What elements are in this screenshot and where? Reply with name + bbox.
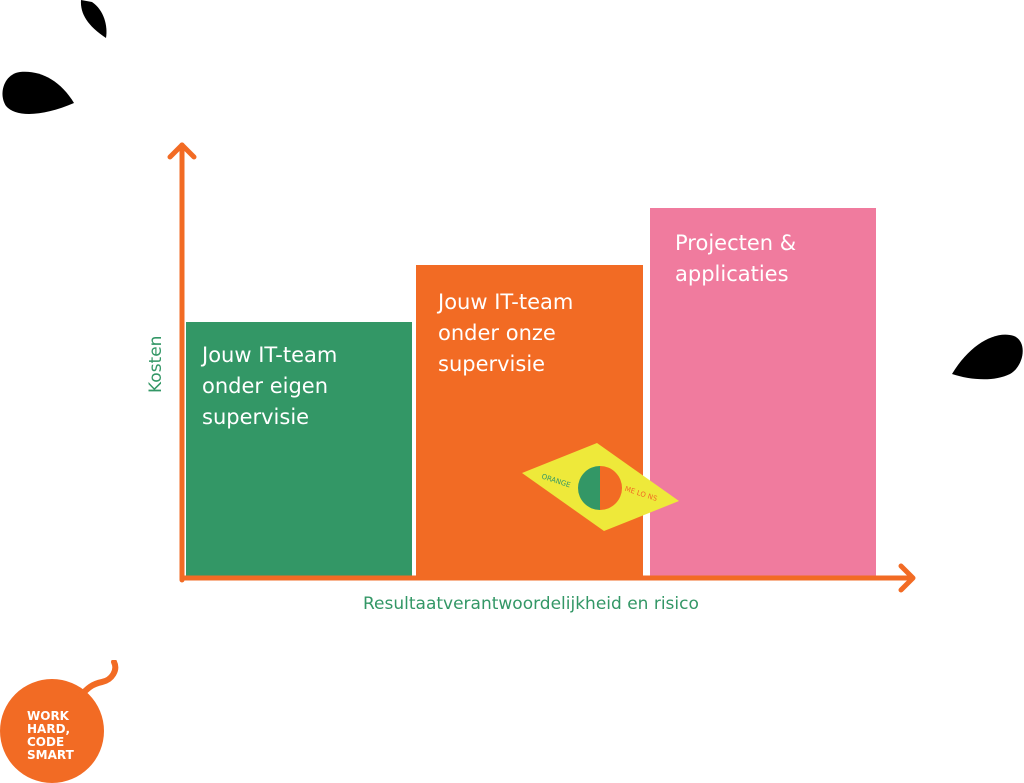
logo-text: WORK HARD, CODE SMART	[27, 709, 74, 762]
y-axis-arrowhead	[167, 142, 197, 160]
y-axis-label: Kosten	[146, 335, 166, 393]
bar-own-supervision	[186, 322, 412, 578]
drop-icon-top	[80, 0, 107, 38]
diamond-badge-icon	[522, 443, 679, 531]
x-axis-label: Resultaatverantwoordelijkheid en risico	[363, 594, 699, 614]
x-axis-arrowhead	[898, 563, 916, 593]
bar-label-projects-applications: Projecten & applicaties	[675, 231, 797, 286]
bar-projects-applications	[650, 208, 876, 578]
bar-label-our-supervision: Jouw IT-team onder onze supervisie	[438, 290, 574, 376]
bar-label-own-supervision: Jouw IT-team onder eigen supervisie	[202, 343, 338, 429]
bomb-logo-icon	[0, 660, 119, 783]
drop-icon-left	[2, 71, 74, 114]
axes	[167, 142, 916, 593]
drop-icon-right	[952, 334, 1023, 380]
